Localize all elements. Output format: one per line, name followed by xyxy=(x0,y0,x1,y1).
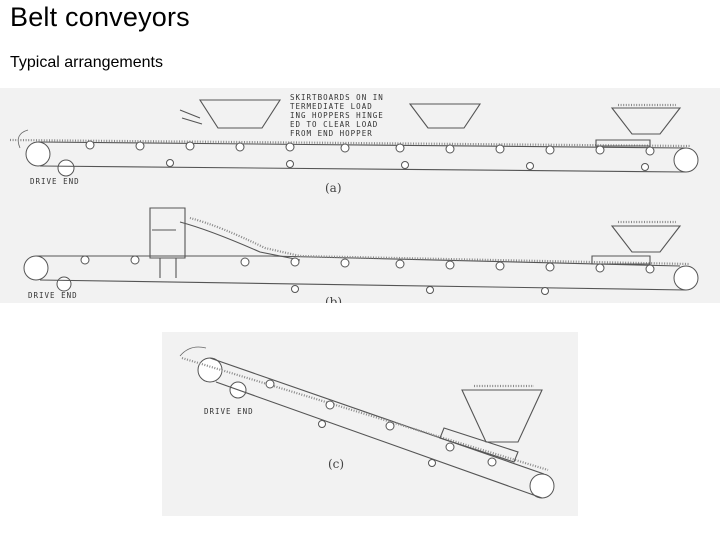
intermediate-hopper-1 xyxy=(198,99,282,129)
return-idlers xyxy=(318,420,436,467)
svg-text:SKIRTBOARDS ON IN: SKIRTBOARDS ON IN xyxy=(290,93,384,102)
material-load xyxy=(189,216,691,266)
figure-a-caption: (a) xyxy=(325,181,342,195)
end-skirt xyxy=(591,255,651,265)
tripper-structure xyxy=(152,229,177,278)
figure-b-caption: (b) xyxy=(325,295,342,303)
carrying-idlers xyxy=(265,379,497,467)
drive-pulley xyxy=(25,141,51,167)
tail-pulley xyxy=(673,147,699,173)
page-subtitle: Typical arrangements xyxy=(10,54,163,71)
svg-text:ED TO CLEAR LOAD: ED TO CLEAR LOAD xyxy=(290,120,378,129)
figure-c-caption: (c) xyxy=(328,457,344,471)
end-hopper xyxy=(610,225,682,253)
rotation-arrow xyxy=(179,346,207,357)
tripper-frame xyxy=(149,207,186,259)
carrying-idlers xyxy=(85,140,655,156)
tail-pulley xyxy=(673,265,699,291)
end-skirt xyxy=(595,139,651,147)
drive-pulley xyxy=(197,357,223,383)
end-hopper xyxy=(610,107,682,135)
drive-end-label: DRIVE END xyxy=(30,177,80,186)
drive-end-label: DRIVE END xyxy=(28,291,78,300)
figure-b-conveyor-with-incline: DRIVE END (b) xyxy=(0,200,720,303)
svg-text:FROM END HOPPER: FROM END HOPPER xyxy=(290,129,373,138)
belt-bottom xyxy=(39,279,687,291)
rotation-arrow xyxy=(17,129,29,149)
skirtboard-note: SKIRTBOARDS ON IN TERMEDIATE LOAD ING HO… xyxy=(290,93,384,138)
inclined-section xyxy=(179,221,301,261)
figure-a-horizontal-conveyor: DRIVE END SKIRTBOARDS ON IN TERMEDIATE L… xyxy=(0,88,720,200)
carrying-idlers xyxy=(80,255,655,274)
belt-bottom xyxy=(39,165,687,173)
tail-pulley xyxy=(529,473,555,499)
return-idlers xyxy=(291,285,549,295)
page-title: Belt conveyors xyxy=(10,2,190,32)
belt-top xyxy=(209,357,545,475)
belt-top xyxy=(36,255,681,267)
svg-text:TERMEDIATE LOAD: TERMEDIATE LOAD xyxy=(290,102,373,111)
end-skirt xyxy=(439,427,519,463)
figure-c-inclined-conveyor: DRIVE END (c) xyxy=(162,332,578,516)
belt-top xyxy=(37,141,687,149)
snub-pulley xyxy=(56,276,72,292)
intermediate-hopper-2 xyxy=(408,103,482,129)
return-idlers xyxy=(166,159,649,171)
belt-bottom xyxy=(215,381,543,499)
drive-end-label: DRIVE END xyxy=(204,407,254,416)
drive-pulley xyxy=(23,255,49,281)
svg-text:ING HOPPERS HINGE: ING HOPPERS HINGE xyxy=(290,111,384,120)
snub-pulley xyxy=(57,159,75,177)
end-hopper xyxy=(461,389,543,443)
hinged-skirtboard xyxy=(179,109,203,125)
